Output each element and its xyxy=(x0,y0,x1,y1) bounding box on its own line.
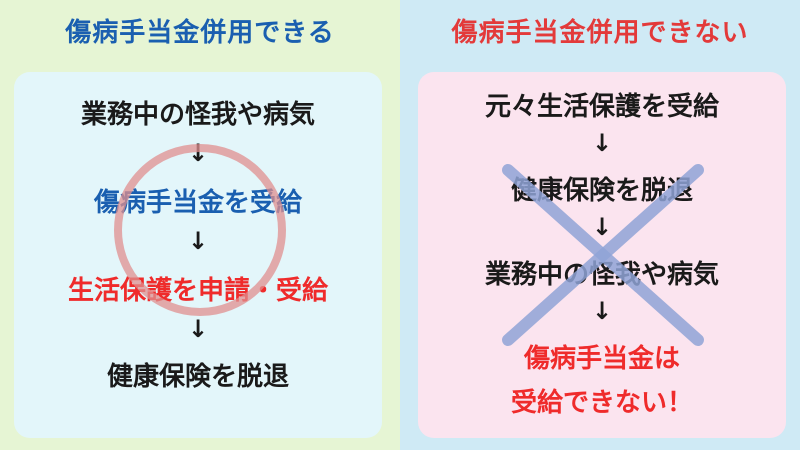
left-arrow-3: ↓ xyxy=(187,315,209,343)
left-step-3: 生活保護を申請・受給 xyxy=(67,276,328,306)
right-step-2: 健康保険を脱退 xyxy=(510,176,693,206)
left-panel-combinable: 傷病手当金併用できる 業務中の怪我や病気 ↓ 傷病手当金を受給 ↓ 生活保護を申… xyxy=(0,0,400,450)
left-step-4: 健康保険を脱退 xyxy=(106,362,289,392)
right-arrow-1: ↓ xyxy=(591,129,613,157)
right-step-1: 元々生活保護を受給 xyxy=(484,92,719,122)
left-step-2: 傷病手当金を受給 xyxy=(93,188,302,218)
left-arrow-2: ↓ xyxy=(187,227,209,255)
right-step-5: 受給できない！ xyxy=(510,388,693,418)
right-step-4: 傷病手当金は xyxy=(523,344,680,374)
left-step-1: 業務中の怪我や病気 xyxy=(80,100,315,130)
left-arrow-1: ↓ xyxy=(187,139,209,167)
right-arrow-3: ↓ xyxy=(591,297,613,325)
right-flow-card: 元々生活保護を受給 ↓ 健康保険を脱退 ↓ 業務中の怪我や病気 ↓ 傷病手当金は… xyxy=(418,72,786,438)
right-step-3: 業務中の怪我や病気 xyxy=(484,260,719,290)
right-heading: 傷病手当金併用できない xyxy=(451,18,749,48)
left-heading: 傷病手当金併用できる xyxy=(65,18,335,48)
right-arrow-2: ↓ xyxy=(591,213,613,241)
left-flow-card: 業務中の怪我や病気 ↓ 傷病手当金を受給 ↓ 生活保護を申請・受給 ↓ 健康保険… xyxy=(14,72,382,438)
right-panel-not-combinable: 傷病手当金併用できない 元々生活保護を受給 ↓ 健康保険を脱退 ↓ 業務中の怪我… xyxy=(400,0,800,450)
